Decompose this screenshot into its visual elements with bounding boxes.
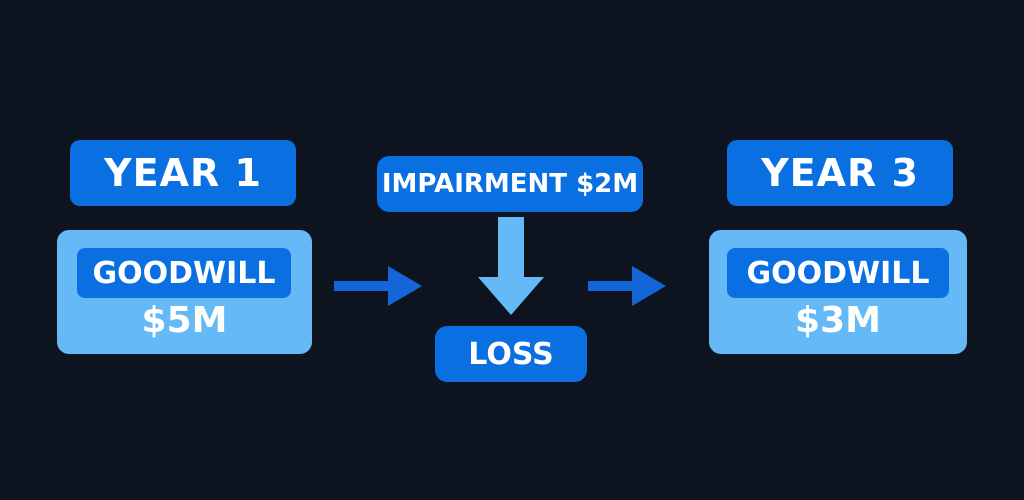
loss-label: LOSS <box>435 326 587 382</box>
goodwill-year-3-label: GOODWILL <box>727 248 949 298</box>
down-arrow-icon <box>478 217 544 315</box>
impairment-text: IMPAIRMENT $2M <box>381 169 639 199</box>
year-1-label: YEAR 1 <box>70 140 296 206</box>
impairment-label: IMPAIRMENT $2M <box>377 156 643 212</box>
right-arrow-icon <box>334 266 422 306</box>
goodwill-year-3-label-text: GOODWILL <box>746 255 930 291</box>
year-3-text: YEAR 3 <box>761 151 919 195</box>
year-1-text: YEAR 1 <box>104 151 262 195</box>
goodwill-year-1-value: $5M <box>141 300 228 341</box>
goodwill-year-3-panel: GOODWILL $3M <box>709 230 967 354</box>
goodwill-year-1-panel: GOODWILL $5M <box>57 230 312 354</box>
right-arrow-icon <box>588 266 666 306</box>
year-3-label: YEAR 3 <box>727 140 953 206</box>
loss-text: LOSS <box>468 336 554 372</box>
goodwill-year-1-label: GOODWILL <box>77 248 291 298</box>
goodwill-year-1-label-text: GOODWILL <box>92 255 276 291</box>
goodwill-year-3-value: $3M <box>795 300 881 341</box>
